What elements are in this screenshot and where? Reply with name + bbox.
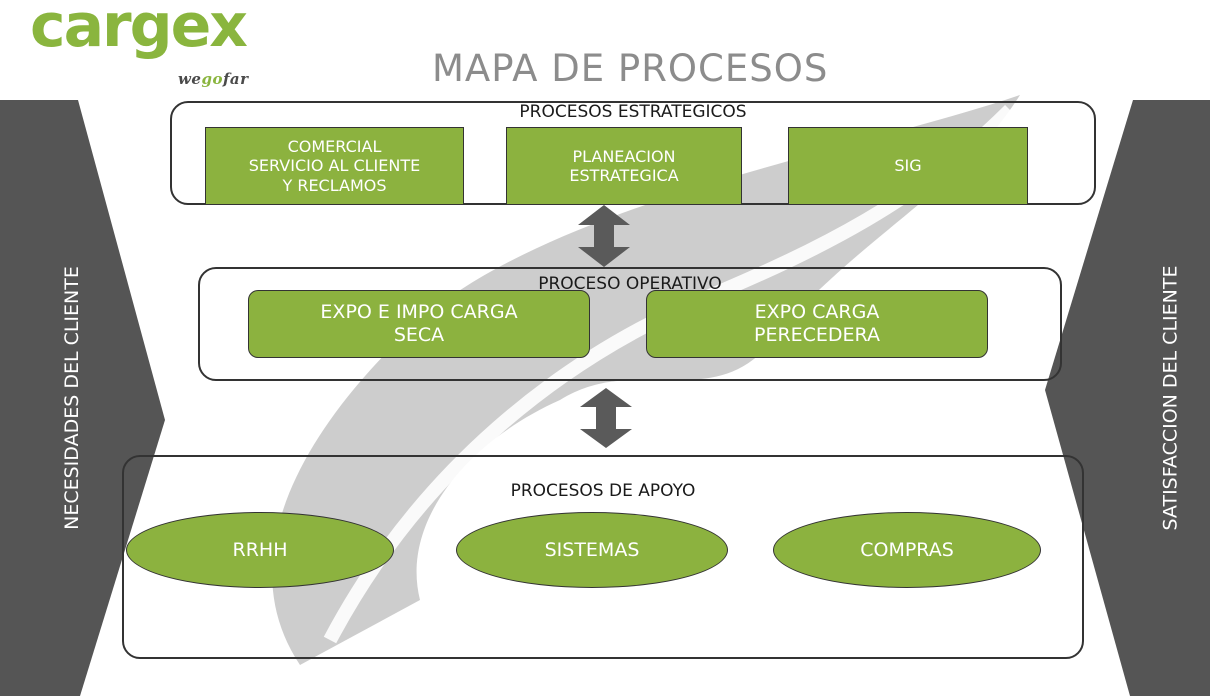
ellipse-sistemas: SISTEMAS	[456, 512, 728, 588]
cargex-logo: cargex	[30, 0, 248, 61]
box-comercial: COMERCIAL SERVICIO AL CLIENTE Y RECLAMOS	[205, 127, 464, 205]
operativo-label: PROCESO OPERATIVO	[538, 274, 722, 294]
apoyo-label: PROCESOS DE APOYO	[510, 481, 696, 501]
box-sig: SIG	[788, 127, 1028, 205]
operativo-frame: PROCESO OPERATIVO	[198, 267, 1062, 381]
ellipse-rrhh: RRHH	[126, 512, 394, 588]
arrow-estrategico-operativo	[578, 205, 630, 267]
double-arrow-icon	[578, 205, 630, 267]
necesidades-label: NECESIDADES DEL CLIENTE	[61, 266, 84, 530]
estrategicos-label: PROCESOS ESTRATEGICOS	[519, 102, 747, 122]
apoyo-frame: PROCESOS DE APOYO	[122, 455, 1084, 659]
box-expo-impo-seca: EXPO E IMPO CARGA SECA	[248, 290, 590, 358]
satisfaccion-label: SATISFACCION DEL CLIENTE	[1159, 265, 1182, 531]
box-expo-perecedera: EXPO CARGA PERECEDERA	[646, 290, 988, 358]
box-planeacion: PLANEACION ESTRATEGICA	[506, 127, 742, 205]
tagline-we: we	[178, 70, 202, 88]
arrow-operativo-apoyo	[580, 388, 632, 448]
tagline-go: go	[201, 70, 223, 88]
page-title: MAPA DE PROCESOS	[432, 47, 829, 90]
double-arrow-icon	[580, 388, 632, 448]
ellipse-compras: COMPRAS	[773, 512, 1041, 588]
tagline-far: far	[222, 70, 249, 88]
logo-tagline: wegofar	[178, 70, 249, 88]
